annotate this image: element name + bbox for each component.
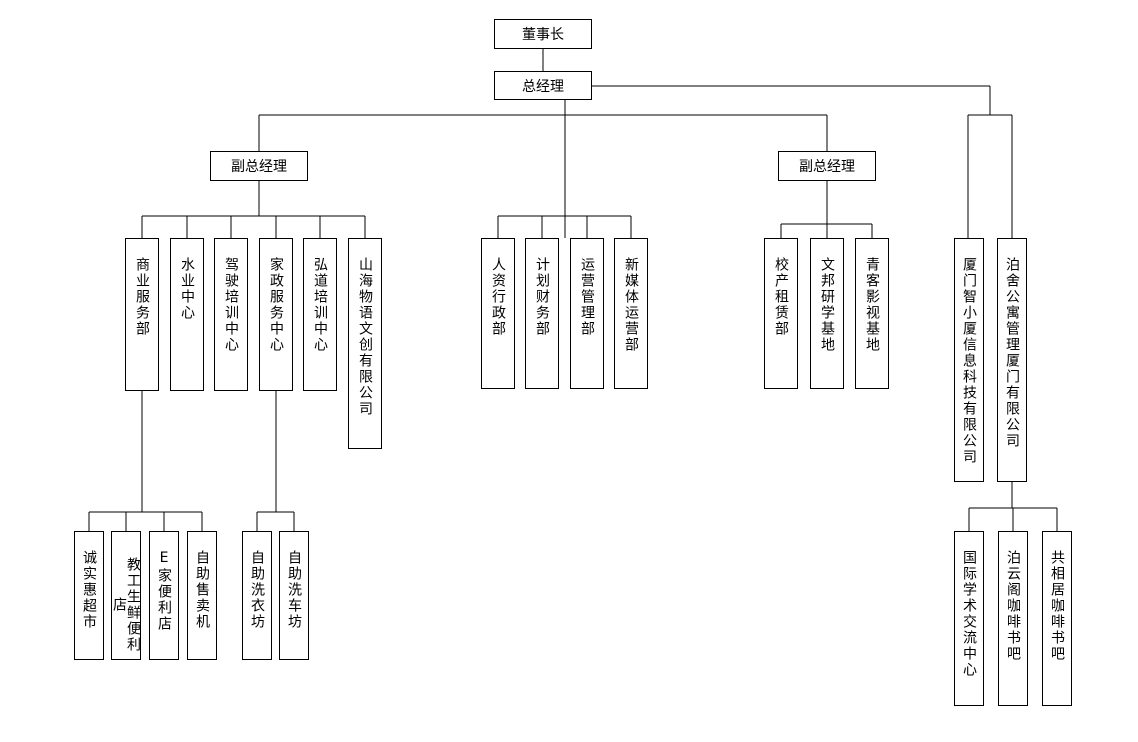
vice-gm-left-label: 副总经理: [231, 159, 287, 175]
vice-gm-right-label: 副总经理: [799, 159, 855, 175]
unit-label: 水业中心: [179, 257, 195, 321]
sub-gongxiangju-cafe: 共相居咖啡书吧: [1042, 531, 1072, 706]
unit-hongdao-training: 弘道培训中心: [303, 238, 337, 391]
unit-label: 新媒体运营部: [623, 257, 639, 353]
unit-operations: 运营管理部: [570, 238, 604, 389]
sub-self-laundry: 自助洗衣坊: [242, 531, 272, 660]
vice-gm-right-box: 副总经理: [778, 151, 876, 181]
company-boshe-apartment: 泊舍公寓管理厦门有限公司: [997, 238, 1027, 482]
unit-label: 校产租赁部: [773, 257, 789, 337]
sub-ejia-store: E家便利店: [149, 531, 179, 660]
company-zhixiaxia: 厦门智小厦信息科技有限公司: [954, 238, 984, 482]
unit-label: 人资行政部: [490, 257, 506, 337]
unit-label: 文邦研学基地: [819, 257, 835, 353]
unit-label: 厦门智小厦信息科技有限公司: [961, 257, 977, 465]
unit-label: 运营管理部: [579, 257, 595, 337]
vice-gm-left-box: 副总经理: [210, 151, 308, 181]
unit-label: 教工生鲜便利店: [111, 556, 141, 653]
unit-label: 自助洗车坊: [286, 550, 302, 630]
general-manager-box: 总经理: [494, 71, 592, 100]
unit-water-center: 水业中心: [170, 238, 204, 391]
sub-vending-machine: 自助售卖机: [187, 531, 217, 660]
unit-label: 驾驶培训中心: [223, 257, 239, 353]
unit-commerce-service: 商业服务部: [125, 238, 159, 391]
unit-label: 商业服务部: [134, 257, 150, 337]
unit-label: 泊云阁咖啡书吧: [1005, 550, 1021, 662]
unit-new-media: 新媒体运营部: [614, 238, 648, 389]
unit-label: 弘道培训中心: [312, 257, 328, 353]
chairman-box: 董事长: [494, 19, 592, 49]
unit-finance: 计划财务部: [525, 238, 559, 389]
unit-label: 自助洗衣坊: [249, 550, 265, 630]
unit-label: 家政服务中心: [268, 257, 284, 353]
unit-property-leasing: 校产租赁部: [764, 238, 798, 389]
general-manager-label: 总经理: [522, 78, 564, 95]
unit-label: 泊舍公寓管理厦门有限公司: [1004, 257, 1020, 449]
unit-label: E家便利店: [156, 550, 172, 632]
sub-self-carwash: 自助洗车坊: [279, 531, 309, 660]
unit-qingke-base: 青客影视基地: [855, 238, 889, 389]
sub-boyunge-cafe: 泊云阁咖啡书吧: [998, 531, 1028, 706]
unit-label: 国际学术交流中心: [961, 550, 977, 678]
sub-intl-exchange-center: 国际学术交流中心: [954, 531, 984, 706]
sub-staff-fresh-store: 教工生鲜便利店: [111, 531, 141, 660]
unit-label: 计划财务部: [534, 257, 550, 337]
unit-hr-admin: 人资行政部: [481, 238, 515, 389]
unit-wenbang-base: 文邦研学基地: [810, 238, 844, 389]
unit-driving-training: 驾驶培训中心: [214, 238, 248, 391]
unit-label: 诚实惠超市: [81, 550, 97, 630]
unit-housekeeping: 家政服务中心: [259, 238, 293, 391]
unit-label: 青客影视基地: [864, 257, 880, 353]
chairman-label: 董事长: [522, 27, 564, 43]
unit-shanhai-creative: 山海物语文创有限公司: [348, 238, 382, 449]
unit-label: 自助售卖机: [194, 550, 210, 630]
unit-label: 山海物语文创有限公司: [357, 257, 373, 417]
sub-chengshihui-supermarket: 诚实惠超市: [74, 531, 104, 660]
unit-label: 共相居咖啡书吧: [1049, 550, 1065, 662]
